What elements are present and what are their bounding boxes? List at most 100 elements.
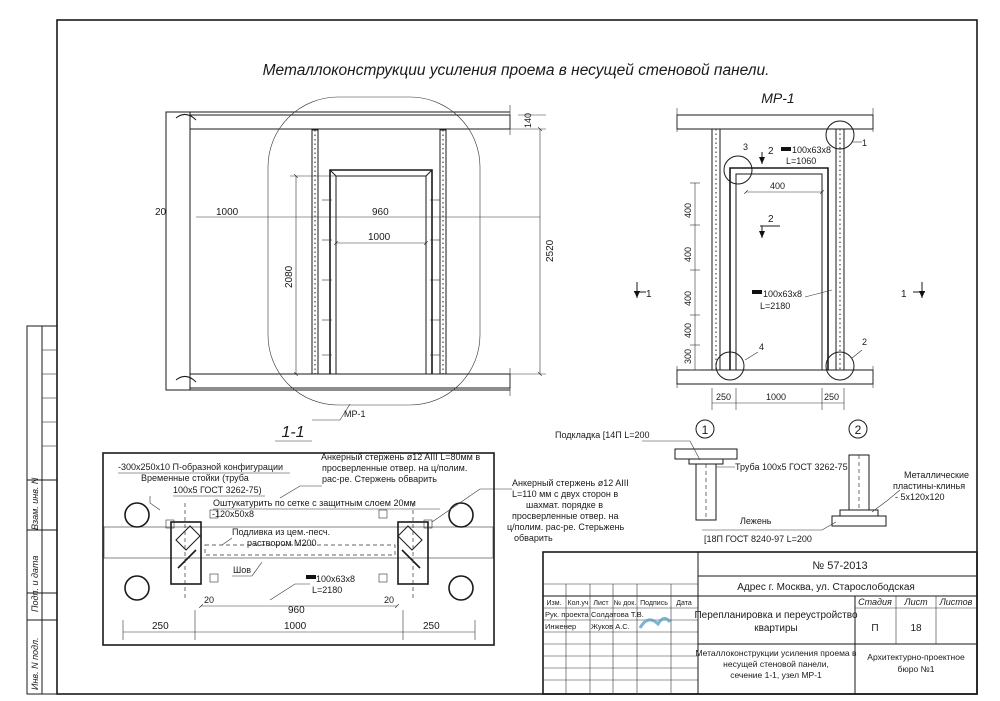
tb-role-1: Рук. проекта [545, 610, 589, 619]
elev-dim-1000-top: 1000 [216, 207, 239, 218]
sec-note-anchor80-3: рас-ре. Стержень обварить [322, 474, 437, 484]
sec-note-anchor110-2: L=110 мм с двух сторон в [512, 489, 618, 499]
tb-drawing-3: сечение 1-1, узел МР-1 [730, 670, 822, 680]
detail-mr1: МР-1 1 3 4 2 2 2 100х63х8 L=1060 [634, 90, 925, 410]
nodes-view: 1 2 Подкладка [14П L=200 Труба 100х5 ГОС… [555, 419, 969, 544]
elev-dim-960: 960 [372, 207, 389, 218]
sec-angle-len: L=2180 [312, 585, 342, 595]
section-view: -300х250х10 П-образной конфигурации Врем… [102, 452, 629, 646]
sec-angle: 100х63х8 [316, 574, 355, 584]
tb-header-kol: Кол.уч [568, 600, 589, 607]
detail-angle-side: 100х63х8 [763, 289, 802, 299]
tb-name-1: Солдатова Т.В. [591, 610, 644, 619]
node-beam-spec: [18П ГОСТ 8240-97 L=200 [704, 534, 812, 544]
sec-dim-960: 960 [288, 605, 305, 616]
node-wedge-2: пластины-клинья [893, 481, 965, 491]
tb-bureau-2: бюро №1 [898, 664, 935, 674]
cut-1-right: 1 [901, 289, 907, 300]
detail-dim-v-1: 400 [683, 203, 693, 218]
sec-dim-250-l: 250 [152, 621, 169, 632]
tb-header-list: Лист [593, 600, 609, 607]
sec-note-anchor80-1: Анкерный стержень ø12 AIII L=80мм в [321, 452, 480, 462]
detail-dim-v-3: 400 [683, 291, 693, 306]
margin-strip: Инв. N подл. Подп. и дата Взам. инв. N [26, 325, 58, 695]
node-2-label: 2 [862, 337, 867, 347]
elev-callout-mr1: МР-1 [344, 409, 366, 419]
detail-dim-b-3: 250 [824, 392, 839, 402]
tb-address: Адрес г. Москва, ул. Старослободская [737, 581, 915, 593]
tb-header-izm: Изм. [547, 600, 562, 607]
detail-dim-b-1: 250 [716, 392, 731, 402]
tb-sheet-label: Лист [903, 597, 928, 607]
signature-stamp [638, 617, 672, 629]
elev-dim-2080: 2080 [284, 265, 295, 288]
sec-note-anchor110-3: шахмат. порядке в [526, 500, 603, 510]
tb-stage-label: Стадия [858, 597, 892, 607]
node-4-label: 4 [759, 342, 764, 352]
tb-header-doc: № док. [614, 600, 636, 607]
sec-note-plate: -120х50х8 [212, 509, 254, 519]
tb-role-2: Инженер [545, 622, 576, 631]
elev-dim-20: 20 [155, 207, 167, 218]
podp-data-label: Подп. и дата [30, 556, 40, 612]
node-wedge-3: - 5х120х120 [895, 492, 945, 502]
vzam-inv-label: Взам. инв. N [30, 477, 40, 530]
tb-header-sign: Подпись [640, 600, 668, 607]
elevation-view: 20 1000 960 1000 2080 140 2520 МР-1 [155, 96, 556, 421]
detail-len-side: L=2180 [760, 301, 790, 311]
tb-name-2: Жуков А.С. [591, 622, 630, 631]
title-block: № 57-2013 Адрес г. Москва, ул. Старослоб… [542, 551, 978, 695]
sec-note-plaster: Оштукатурить по сетке с защитным слоем 2… [213, 498, 416, 508]
node-3-label: 3 [743, 142, 748, 152]
sec-note-mortar-2: раствором М200 [247, 538, 317, 548]
tb-bureau-1: Архитектурно-проектное [867, 652, 965, 662]
cut-2-top: 2 [768, 146, 774, 157]
node-beam-label: Лежень [740, 516, 772, 526]
detail-dim-v-4: 400 [683, 323, 693, 338]
node-circle-1: 1 [702, 423, 709, 437]
tb-sheet: 18 [910, 623, 922, 634]
node-circle-2: 2 [855, 423, 862, 437]
node-1-label: 1 [862, 138, 867, 148]
detail-dim-b-2: 1000 [766, 392, 786, 402]
tb-header-date: Дата [676, 600, 692, 607]
sec-dim-20-b: 20 [384, 595, 394, 605]
sec-note-anchor110-1: Анкерный стержень ø12 AIII [512, 478, 629, 488]
detail-angle-top: 100х63х8 [792, 145, 831, 155]
sec-note-posts-2: 100х5 ГОСТ 3262-75) [173, 485, 262, 495]
tb-project-1: Перепланировка и переустройство [694, 610, 857, 621]
detail-dim-v-2: 400 [683, 247, 693, 262]
sec-note-channel: -300х250х10 П-образной конфигурации [118, 462, 283, 472]
detail-dim-v-5: 300 [683, 349, 693, 364]
cut-2-mid: 2 [768, 214, 774, 225]
elev-dim-140: 140 [523, 113, 533, 128]
detail-title: МР-1 [761, 90, 794, 106]
sec-note-posts-1: Временные стойки (труба [141, 473, 249, 483]
sec-note-anchor110-6: обварить [514, 533, 553, 543]
tb-drawing-2: несущей стеновой панели, [723, 659, 829, 669]
sec-dim-250-r: 250 [423, 621, 440, 632]
detail-len-top: L=1060 [786, 156, 816, 166]
sec-dim-20-a: 20 [204, 595, 214, 605]
node-pad-label: Подкладка [14П L=200 [555, 430, 649, 440]
elev-dim-2520: 2520 [545, 239, 556, 262]
sec-note-anchor80-2: просверленные отвер. на ц/полим. [322, 463, 467, 473]
elev-dim-1000-mid: 1000 [368, 232, 391, 243]
tb-stage: П [871, 623, 878, 634]
sec-note-anchor110-5: ц/полим. рас-ре. Стерьжень [507, 522, 625, 532]
tb-project-2: квартиры [754, 623, 797, 634]
cut-1-left: 1 [646, 289, 652, 300]
sec-dim-1000: 1000 [284, 621, 307, 632]
sec-note-anchor110-4: просверленные отвер. на [512, 511, 619, 521]
node-pipe-label: Труба 100х5 ГОСТ 3262-75 [735, 462, 848, 472]
node-wedge-1: Металлические [904, 470, 969, 480]
main-title: Металлоконструкции усиления проема в нес… [263, 62, 770, 79]
sec-note-weld: Шов [233, 565, 251, 575]
section-title: 1-1 [281, 424, 304, 441]
tb-drawing-1: Металлоконструкции усиления проема в [695, 648, 857, 658]
detail-dim-400-h: 400 [770, 181, 785, 191]
inv-podl-label: Инв. N подл. [30, 637, 40, 690]
tb-sheets-label: Листов [939, 597, 973, 607]
tb-doc-number: № 57-2013 [812, 560, 867, 572]
